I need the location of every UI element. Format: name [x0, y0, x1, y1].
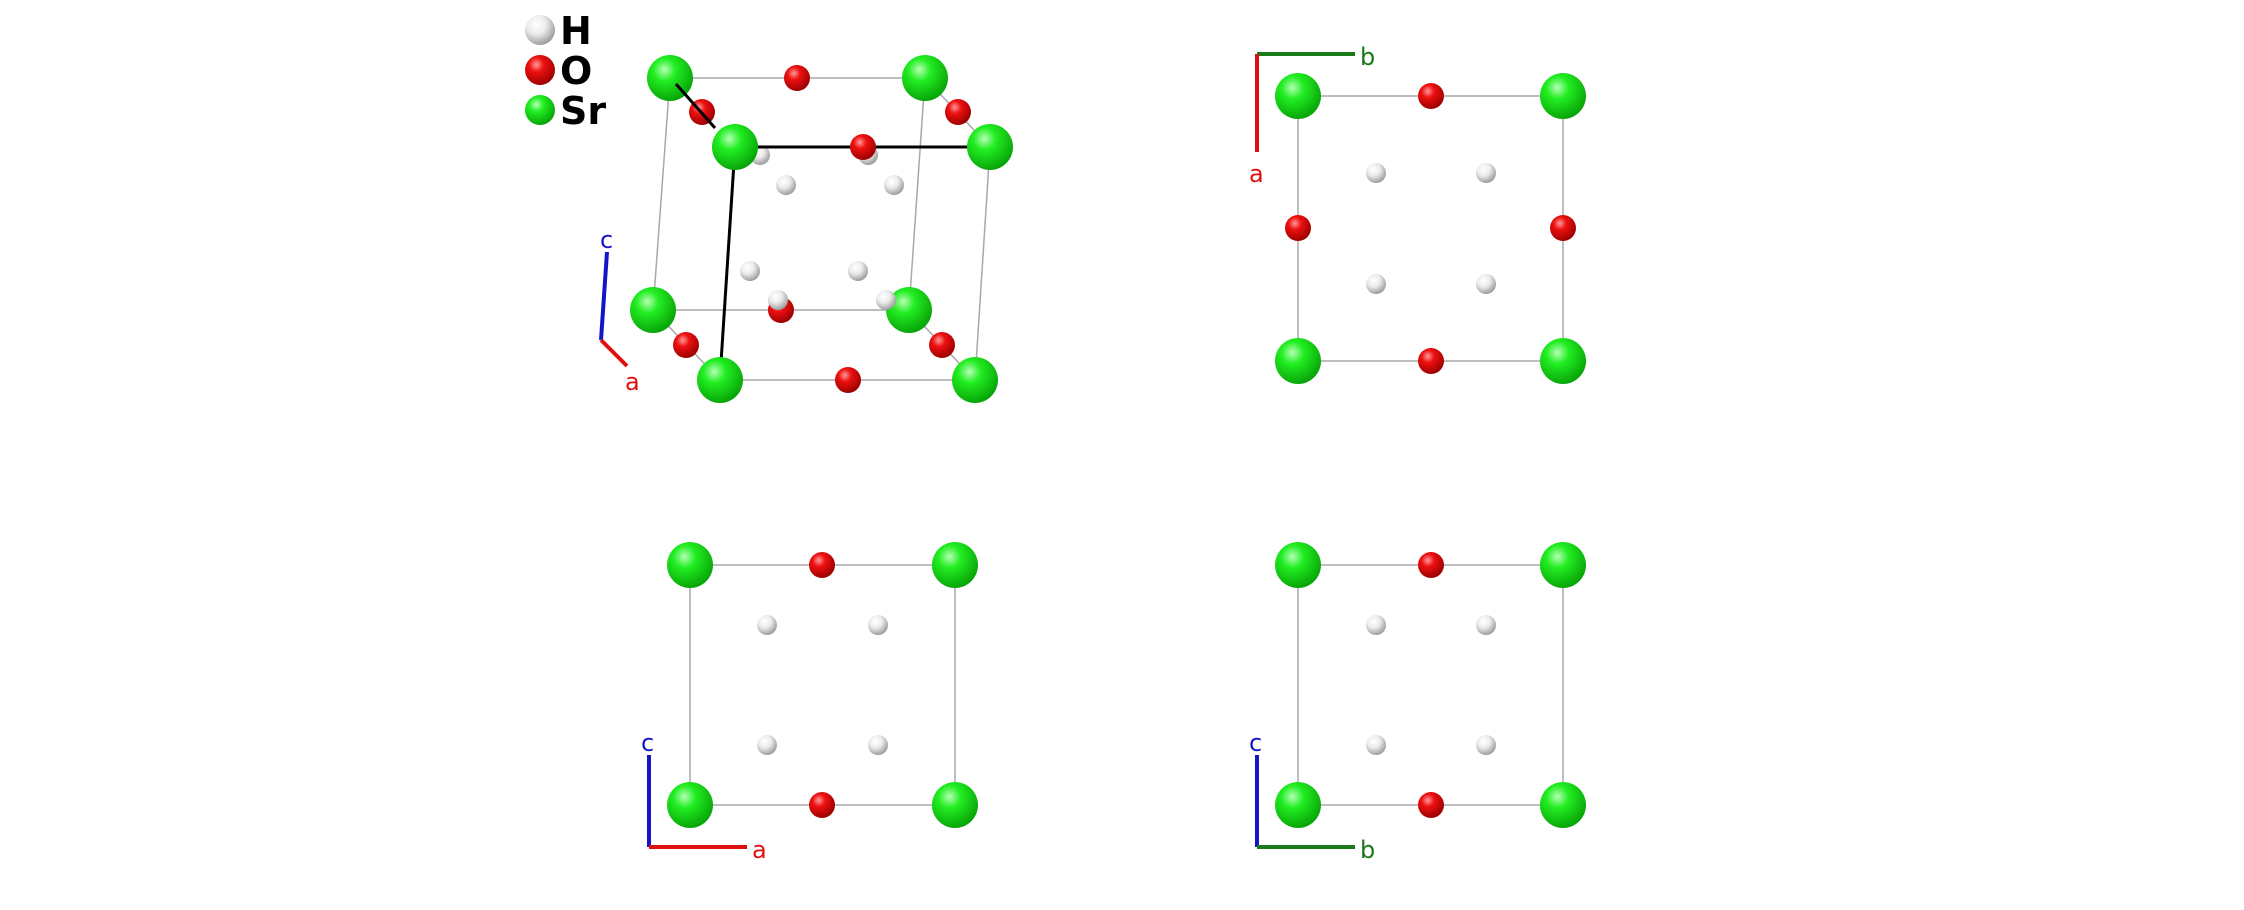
strontium-atoms — [1275, 542, 1586, 828]
strontium-atom — [967, 124, 1013, 170]
back-atoms — [630, 55, 971, 358]
strontium-atom — [1540, 782, 1586, 828]
hydrogen-atom — [1476, 735, 1496, 755]
c-axis-label: c — [641, 729, 654, 757]
oxygen-atom — [1418, 552, 1444, 578]
hydrogen-atom — [1366, 163, 1386, 183]
hydrogen-atoms — [1366, 163, 1496, 294]
strontium-atom — [1275, 542, 1321, 588]
front-hydrogen-atoms — [768, 290, 896, 310]
a-axis-label: a — [1249, 160, 1264, 188]
strontium-atom — [1275, 782, 1321, 828]
legend: H O Sr — [525, 9, 606, 133]
oxygen-atom — [1550, 215, 1576, 241]
strontium-atoms — [1275, 73, 1586, 384]
oxygen-atom — [809, 792, 835, 818]
oxygen-atom — [1285, 215, 1311, 241]
hydrogen-atom — [1476, 615, 1496, 635]
b-axis-label: b — [1360, 836, 1375, 864]
unit-cell-outline — [1297, 564, 1564, 806]
strontium-atom — [886, 287, 932, 333]
hydrogen-atom — [1366, 735, 1386, 755]
unit-cell-outline — [1297, 95, 1564, 362]
oxygen-atom — [835, 367, 861, 393]
oxygen-atoms — [1418, 552, 1444, 818]
legend-label-sr: Sr — [560, 89, 606, 133]
hydrogen-atom — [848, 261, 868, 281]
perspective-view: c a — [599, 55, 1013, 403]
strontium-atom — [932, 542, 978, 588]
axis-indicator: c a — [641, 729, 767, 864]
strontium-atom — [630, 287, 676, 333]
hydrogen-atom — [776, 175, 796, 195]
c-axis-label: c — [600, 226, 613, 254]
c-axis-line — [599, 251, 609, 341]
legend-item-h: H — [525, 9, 592, 53]
strontium-atom — [1540, 338, 1586, 384]
hydrogen-swatch — [525, 15, 555, 45]
hydrogen-atom — [768, 290, 788, 310]
hydrogen-atom — [868, 735, 888, 755]
oxygen-atom — [1418, 83, 1444, 109]
back-hydrogen-atoms — [740, 145, 904, 281]
strontium-atom — [952, 357, 998, 403]
hydrogen-atom — [884, 175, 904, 195]
legend-label-h: H — [560, 9, 592, 53]
oxygen-atom — [929, 332, 955, 358]
strontium-atom — [1275, 73, 1321, 119]
hydrogen-atom — [876, 290, 896, 310]
a-axis-label: a — [625, 368, 640, 396]
oxygen-atoms — [1285, 83, 1576, 374]
hydrogen-atom — [868, 615, 888, 635]
oxygen-atom — [850, 134, 876, 160]
a-axis-line — [599, 338, 629, 368]
c-axis-label: c — [1249, 729, 1262, 757]
oxygen-atom — [673, 332, 699, 358]
projection-ac-view: c a — [641, 542, 978, 864]
axis-indicator: b a — [1249, 43, 1375, 188]
projection-bc-view: c b — [1249, 542, 1586, 864]
strontium-atom — [697, 357, 743, 403]
unit-cell-outline — [689, 564, 956, 806]
legend-item-o: O — [525, 49, 592, 93]
legend-item-sr: Sr — [525, 89, 606, 133]
strontium-atom — [902, 55, 948, 101]
oxygen-atom — [784, 65, 810, 91]
hydrogen-atoms — [1366, 615, 1496, 755]
front-atoms — [697, 124, 1013, 403]
axis-indicator: c b — [1249, 729, 1375, 864]
hydrogen-atoms — [757, 615, 888, 755]
strontium-atom — [1275, 338, 1321, 384]
strontium-atoms — [667, 542, 978, 828]
strontium-atom — [667, 542, 713, 588]
strontium-atom — [667, 782, 713, 828]
strontium-atom — [932, 782, 978, 828]
hydrogen-atom — [757, 615, 777, 635]
strontium-swatch — [525, 95, 555, 125]
strontium-atom — [712, 124, 758, 170]
strontium-atom — [1540, 542, 1586, 588]
oxygen-atoms — [809, 552, 835, 818]
oxygen-atom — [1418, 348, 1444, 374]
front-face-bonds — [674, 83, 968, 379]
hydrogen-atom — [740, 261, 760, 281]
b-axis-label: b — [1360, 43, 1375, 71]
oxygen-atom — [809, 552, 835, 578]
hydrogen-atom — [757, 735, 777, 755]
oxygen-atom — [945, 99, 971, 125]
hydrogen-atom — [1476, 274, 1496, 294]
oxygen-swatch — [525, 55, 555, 85]
hydrogen-atom — [1476, 163, 1496, 183]
strontium-atom — [1540, 73, 1586, 119]
hydrogen-atom — [1366, 274, 1386, 294]
oxygen-atom — [1418, 792, 1444, 818]
hydrogen-atom — [1366, 615, 1386, 635]
projection-ab-view: b a — [1249, 43, 1586, 384]
axis-indicator: c a — [599, 226, 640, 396]
legend-label-o: O — [560, 49, 592, 93]
a-axis-label: a — [752, 836, 767, 864]
